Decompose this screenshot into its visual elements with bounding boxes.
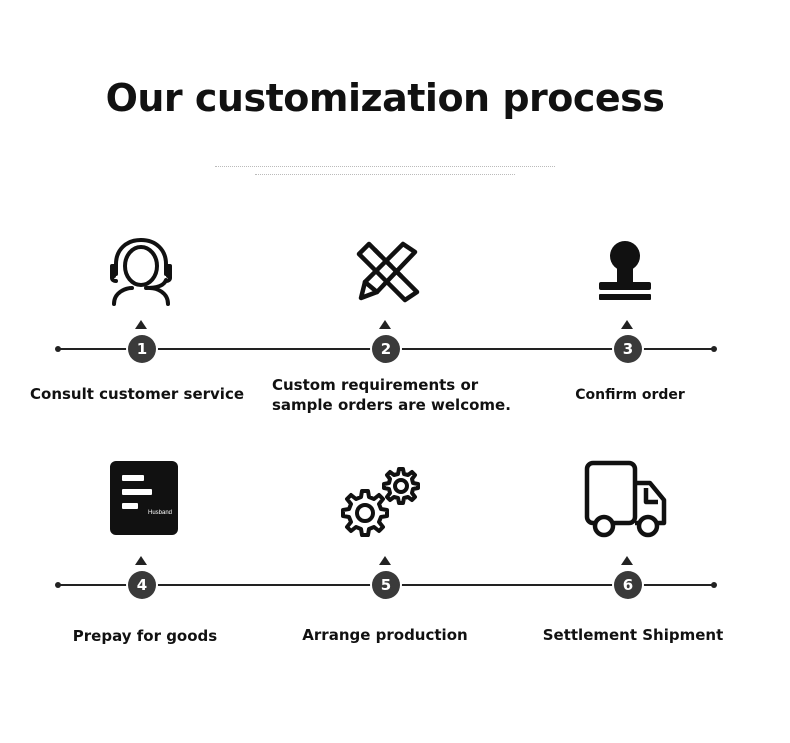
step-number-5: 5	[372, 571, 400, 599]
payment-app-icon: Husband	[110, 461, 178, 535]
step-label-3: Confirm order	[575, 387, 685, 403]
decorative-subtitle	[215, 163, 555, 182]
truck-icon	[584, 460, 667, 538]
step-number-2: 2	[372, 335, 400, 363]
step-label-6: Settlement Shipment	[542, 626, 724, 644]
step-label-1: Consult customer service	[30, 385, 245, 403]
pointer-5	[379, 556, 391, 565]
pointer-3	[621, 320, 633, 329]
headset-icon	[110, 238, 172, 306]
page-title: Our customization process	[105, 76, 665, 120]
pointer-2	[379, 320, 391, 329]
pointer-4	[135, 556, 147, 565]
step-number-4: 4	[128, 571, 156, 599]
step-number-6: 6	[614, 571, 642, 599]
step-label-4: Prepay for goods	[72, 627, 218, 645]
step-number-3: 3	[614, 335, 642, 363]
app-icon-text: Husband	[148, 510, 173, 516]
step-label-5: Arrange production	[302, 626, 468, 644]
pencil-ruler-icon	[356, 241, 420, 303]
pointer-6	[621, 556, 633, 565]
stamp-icon	[599, 241, 651, 300]
pointer-1	[135, 320, 147, 329]
gears-icon	[341, 467, 420, 537]
step-label-2: Custom requirements or sample orders are…	[272, 376, 511, 414]
step-number-1: 1	[128, 335, 156, 363]
